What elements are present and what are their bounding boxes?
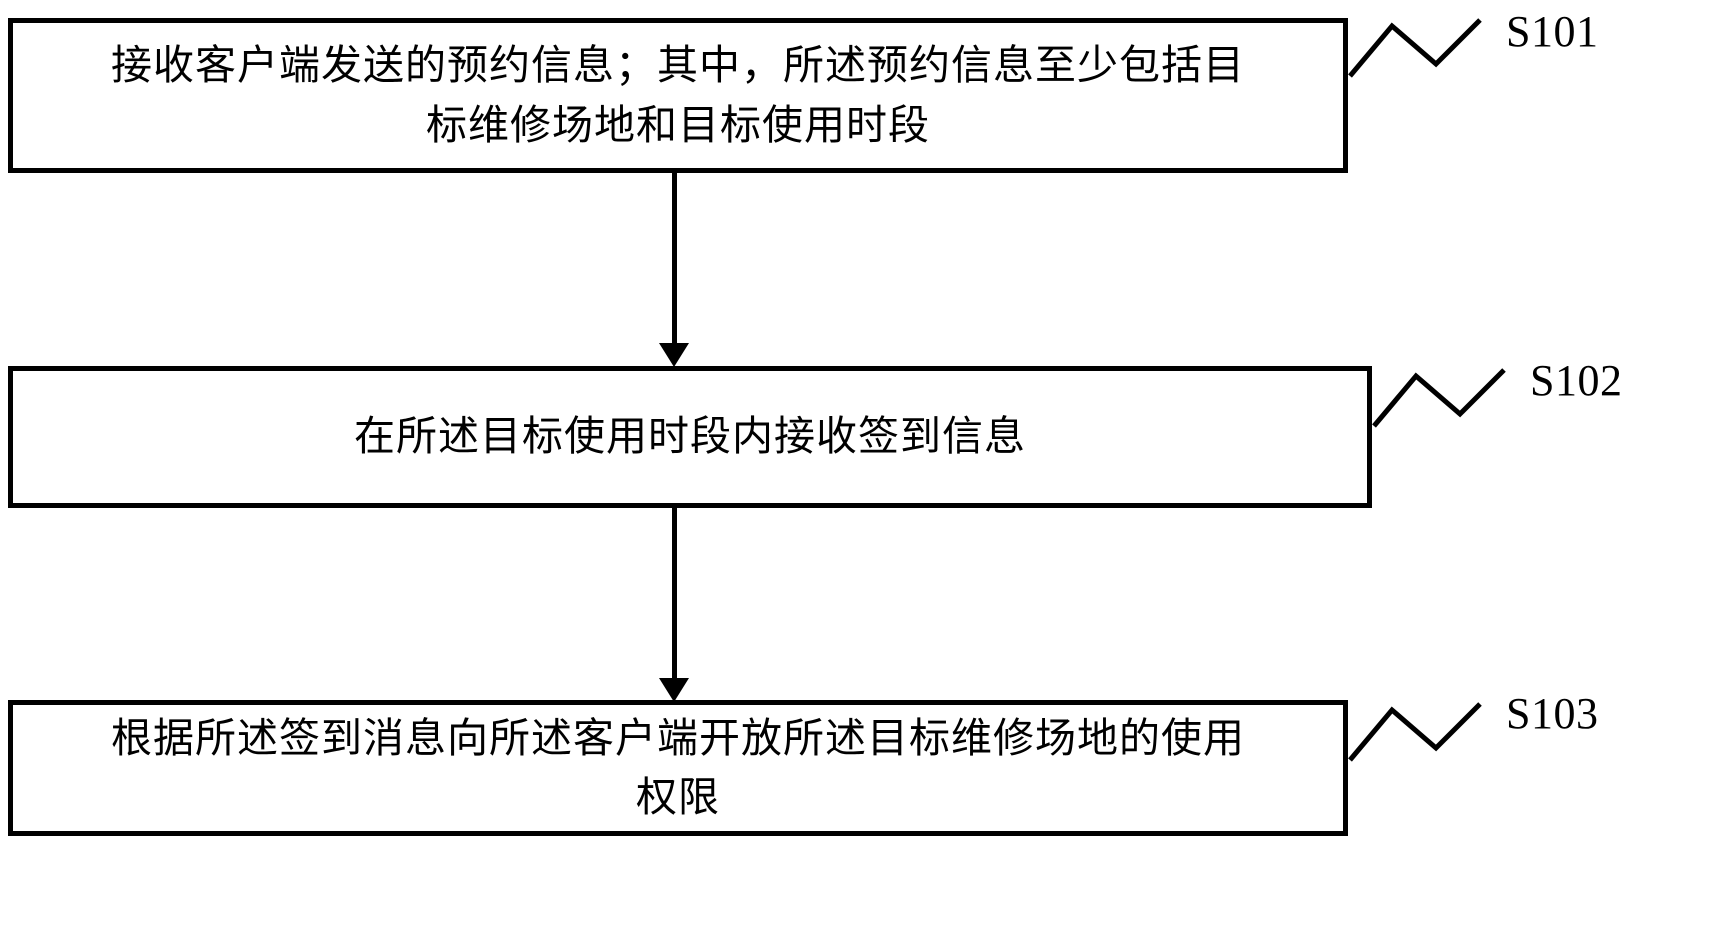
- connector-s101-to-s102: [672, 173, 677, 345]
- flowchart-step-s101: 接收客户端发送的预约信息；其中，所述预约信息至少包括目 标维修场地和目标使用时段: [8, 18, 1348, 173]
- connector-s102-to-s103: [672, 508, 677, 680]
- arrow-head-s101-to-s102: [659, 343, 689, 367]
- leader-line-s103: [1348, 702, 1482, 762]
- arrow-head-s102-to-s103: [659, 678, 689, 702]
- flowchart-step-s103: 根据所述签到消息向所述客户端开放所述目标维修场地的使用 权限: [8, 700, 1348, 836]
- flowchart-step-s103-text: 根据所述签到消息向所述客户端开放所述目标维修场地的使用 权限: [111, 713, 1245, 821]
- leader-line-s102: [1372, 368, 1506, 428]
- flowchart-step-s101-text: 接收客户端发送的预约信息；其中，所述预约信息至少包括目 标维修场地和目标使用时段: [111, 41, 1245, 149]
- flowchart-step-s102-text: 在所述目标使用时段内接收签到信息: [354, 412, 1026, 461]
- flowchart-step-s102: 在所述目标使用时段内接收签到信息: [8, 366, 1372, 508]
- step-label-s102: S102: [1530, 356, 1623, 405]
- step-label-s103: S103: [1506, 689, 1599, 738]
- step-label-s101: S101: [1506, 7, 1599, 56]
- leader-line-s101: [1348, 18, 1482, 78]
